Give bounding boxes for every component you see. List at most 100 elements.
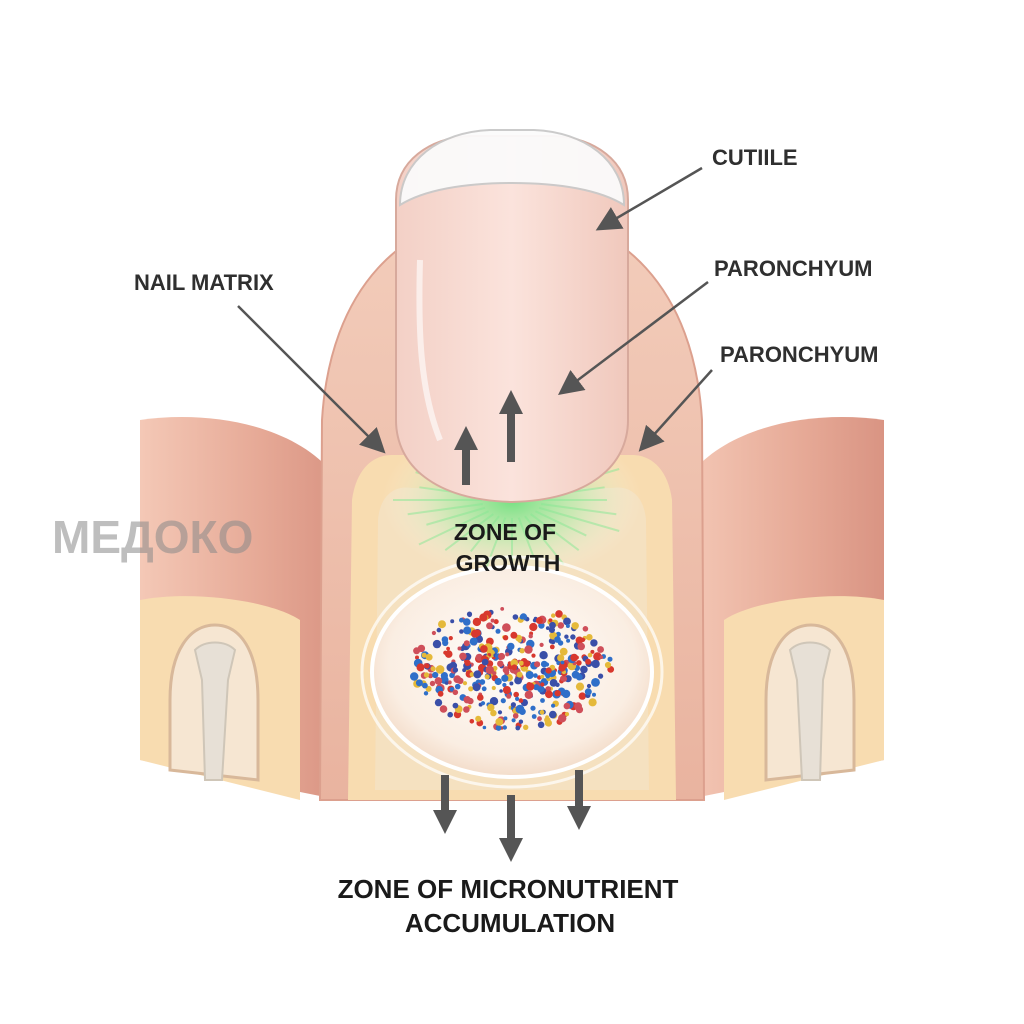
micronutrient-particle	[505, 652, 510, 657]
micronutrient-particle	[590, 649, 595, 654]
micronutrient-particle	[454, 683, 461, 690]
micronutrient-particle	[591, 659, 600, 669]
growth-ray	[418, 510, 489, 546]
micronutrient-particle	[423, 691, 429, 696]
pointer-lines	[237, 166, 713, 454]
micronutrient-particle	[540, 674, 545, 679]
micronutrient-particle	[585, 658, 592, 665]
micronutrient-particle	[431, 630, 436, 636]
micronutrient-particle	[580, 665, 588, 674]
micronutrient-particle	[498, 652, 506, 660]
micronutrient-particle	[489, 697, 499, 706]
micronutrient-particle	[564, 634, 569, 639]
micronutrient-particle	[434, 698, 443, 707]
micronutrient-particle	[447, 680, 452, 685]
pointer-paronychium-2	[638, 369, 713, 452]
micronutrient-particle	[540, 682, 545, 687]
label-paronychium-2: PARONCHYUM	[720, 342, 878, 367]
micronutrient-particle	[549, 621, 556, 629]
micronutrient-particle	[490, 709, 497, 717]
micronutrient-particle	[475, 715, 482, 722]
micronutrient-particle	[548, 626, 556, 634]
micronutrient-particle	[537, 721, 545, 729]
micronutrient-particle	[421, 652, 427, 658]
down-arrow-shaft-center	[507, 795, 515, 840]
micronutrient-particle	[575, 706, 584, 714]
micronutrient-particle	[511, 718, 516, 723]
micronutrient-particle	[557, 622, 565, 629]
micronutrient-particle	[514, 676, 522, 685]
micronutrient-particle	[530, 705, 536, 711]
micronutrient-particle	[545, 690, 553, 699]
label-nail-matrix: NAIL MATRIX	[134, 270, 274, 295]
micronutrient-particle	[463, 706, 470, 713]
micronutrient-particle	[566, 638, 571, 643]
micronutrient-particle	[472, 683, 481, 692]
micronutrient-particle	[518, 719, 524, 724]
down-arrow-head-center	[499, 838, 523, 862]
down-arrow-shaft-left	[441, 775, 449, 815]
micronutrient-particle	[503, 666, 509, 671]
micronutrient-particle	[545, 667, 552, 674]
pointer-cuticle	[595, 166, 703, 231]
growth-arrow-shaft-right	[507, 410, 515, 462]
micronutrient-particle	[425, 653, 433, 661]
micronutrient-particle	[469, 672, 475, 677]
micronutrient-particle	[481, 658, 489, 666]
micronutrient-particle	[575, 673, 583, 681]
micronutrient-particle	[463, 626, 472, 635]
micronutrient-particle	[432, 639, 442, 649]
micronutrient-particle	[564, 712, 570, 717]
micronutrient-particle	[525, 671, 534, 679]
micronutrient-particle	[469, 637, 478, 646]
micronutrient-particle	[523, 724, 529, 730]
label-zone-growth-line1: ZONE OF	[454, 519, 556, 545]
micronutrient-particle	[463, 618, 471, 626]
micronutrient-particle	[432, 671, 439, 679]
watermark-text: МЕДОКО	[52, 511, 253, 563]
micronutrient-particle	[582, 626, 589, 632]
micronutrient-particle	[518, 698, 524, 703]
pointer-paronychium-1	[558, 281, 709, 396]
micronutrient-particle	[512, 614, 519, 620]
micronutrient-particle	[592, 692, 596, 697]
label-zone-micronutrient-line2: ACCUMULATION	[405, 908, 615, 938]
micronutrient-particle	[545, 626, 550, 630]
micronutrient-particle	[472, 617, 482, 627]
micronutrient-particle	[459, 652, 467, 660]
micronutrient-particle	[500, 698, 506, 704]
micronutrient-particle	[415, 655, 419, 660]
micronutrient-particle	[597, 646, 604, 653]
micronutrient-particle	[537, 716, 542, 722]
micronutrient-particle	[535, 617, 543, 624]
micronutrient-particle	[479, 679, 486, 685]
micronutrient-particle	[563, 617, 571, 626]
micronutrient-particle	[563, 702, 571, 710]
micronutrient-particles	[410, 607, 615, 731]
micronutrient-particle	[549, 679, 558, 687]
growth-arrow-head-right	[499, 390, 523, 414]
growth-ray	[470, 515, 500, 552]
micronutrient-particle	[444, 650, 453, 658]
micronutrient-particle	[416, 663, 425, 672]
micronutrient-particle	[537, 675, 542, 680]
micronutrient-particle	[528, 634, 533, 639]
micronutrient-particle	[468, 686, 474, 692]
label-cuticle: CUTIILE	[712, 145, 798, 170]
micronutrient-particle	[424, 663, 430, 669]
micronutrient-particle	[452, 667, 459, 673]
micronutrient-particle	[469, 719, 475, 724]
micronutrient-particle	[598, 673, 604, 679]
micronutrient-particle	[549, 710, 557, 719]
micronutrient-particle	[481, 686, 487, 692]
nail-free-edge	[398, 129, 626, 207]
micronutrient-particle	[486, 622, 493, 630]
micronutrient-particle	[459, 629, 464, 634]
micronutrient-particle	[510, 702, 516, 708]
micronutrient-particle	[591, 678, 600, 687]
micronutrient-particle	[417, 644, 426, 653]
micronutrient-particle	[578, 692, 586, 700]
micronutrient-particle	[500, 607, 505, 611]
